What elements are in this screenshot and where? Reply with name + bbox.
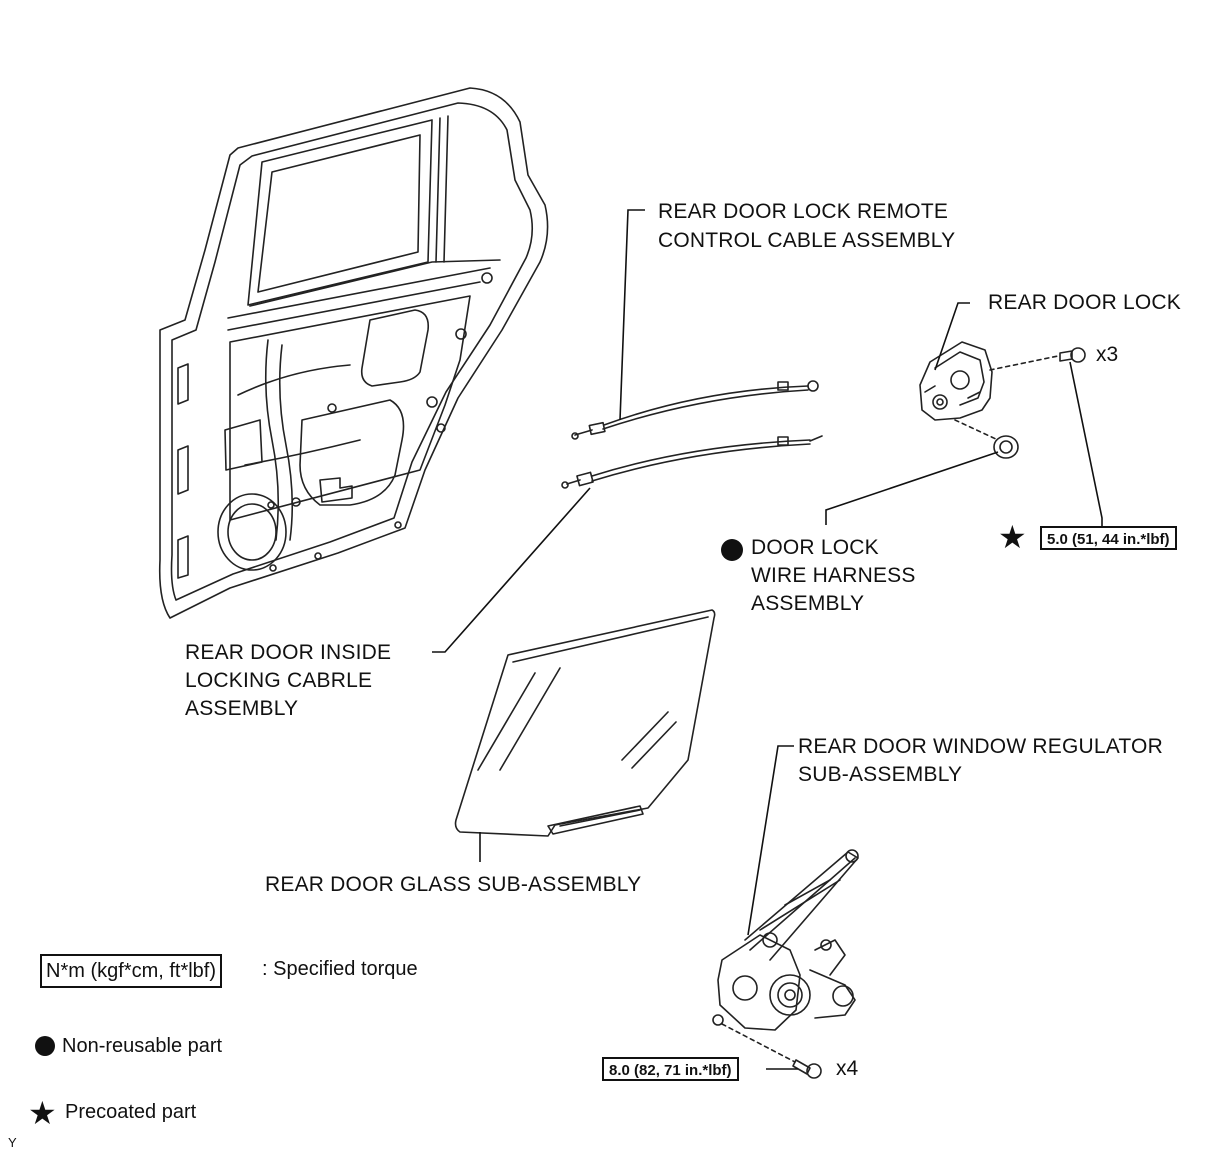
rear-door-lock <box>919 341 993 421</box>
legend-torque-box: N*m (kgf*cm, ft*lbf) <box>40 954 223 988</box>
legend-non-reusable-icon <box>35 1036 55 1056</box>
wire-harness-label-3: ASSEMBLY <box>751 592 865 615</box>
leader-wire-harness <box>825 451 999 525</box>
door-lock-bolt-quantity: x3 <box>1096 343 1119 366</box>
window-regulator-label-1: REAR DOOR WINDOW REGULATOR <box>798 735 1163 758</box>
legend-torque-text: : Specified torque <box>262 958 418 980</box>
leader-inside-cable <box>432 487 591 653</box>
inside-locking-cable <box>561 435 823 489</box>
window-regulator-label-2: SUB-ASSEMBLY <box>798 763 963 786</box>
leader-remote-cable <box>619 209 645 421</box>
remote-cable-label-1: REAR DOOR LOCK REMOTE <box>658 200 949 223</box>
remote-cable-label-2: CONTROL CABLE ASSEMBLY <box>658 229 956 252</box>
inside-cable-label-1: REAR DOOR INSIDE <box>185 641 392 664</box>
remote-control-cable <box>571 380 819 440</box>
rear-door-panel <box>158 87 549 619</box>
door-lock-label: REAR DOOR LOCK <box>988 291 1181 314</box>
non-reusable-icon <box>721 539 743 561</box>
regulator-bolt-quantity: x4 <box>836 1057 859 1080</box>
rear-door-glass <box>454 609 716 837</box>
legend-non-reusable-text: Non-reusable part <box>62 1035 223 1057</box>
door-lock-bolt <box>1059 347 1086 363</box>
window-regulator <box>712 849 859 1031</box>
door-lock-torque-spec: 5.0 (51, 44 in.*lbf) <box>1040 526 1177 550</box>
regulator-torque-spec: 8.0 (82, 71 in.*lbf) <box>602 1057 739 1081</box>
inside-cable-label-2: LOCKING CABRLE <box>185 669 373 692</box>
glass-label: REAR DOOR GLASS SUB-ASSEMBLY <box>265 873 642 896</box>
legend-precoated-star-icon: ★ <box>28 1095 57 1131</box>
leader-regulator <box>747 745 794 936</box>
inside-cable-label-3: ASSEMBLY <box>185 697 299 720</box>
leader-door-lock <box>934 302 970 371</box>
legend-precoated-text: Precoated part <box>65 1101 197 1123</box>
wire-harness-label-1: DOOR LOCK <box>751 536 879 559</box>
wire-harness-ring <box>993 435 1019 459</box>
precoated-star-icon: ★ <box>998 519 1027 555</box>
regulator-bolt <box>792 1059 822 1079</box>
leader-lock-bolt <box>1069 361 1103 526</box>
wire-harness-label-2: WIRE HARNESS <box>751 564 916 587</box>
figure-code: Y <box>8 1135 17 1150</box>
